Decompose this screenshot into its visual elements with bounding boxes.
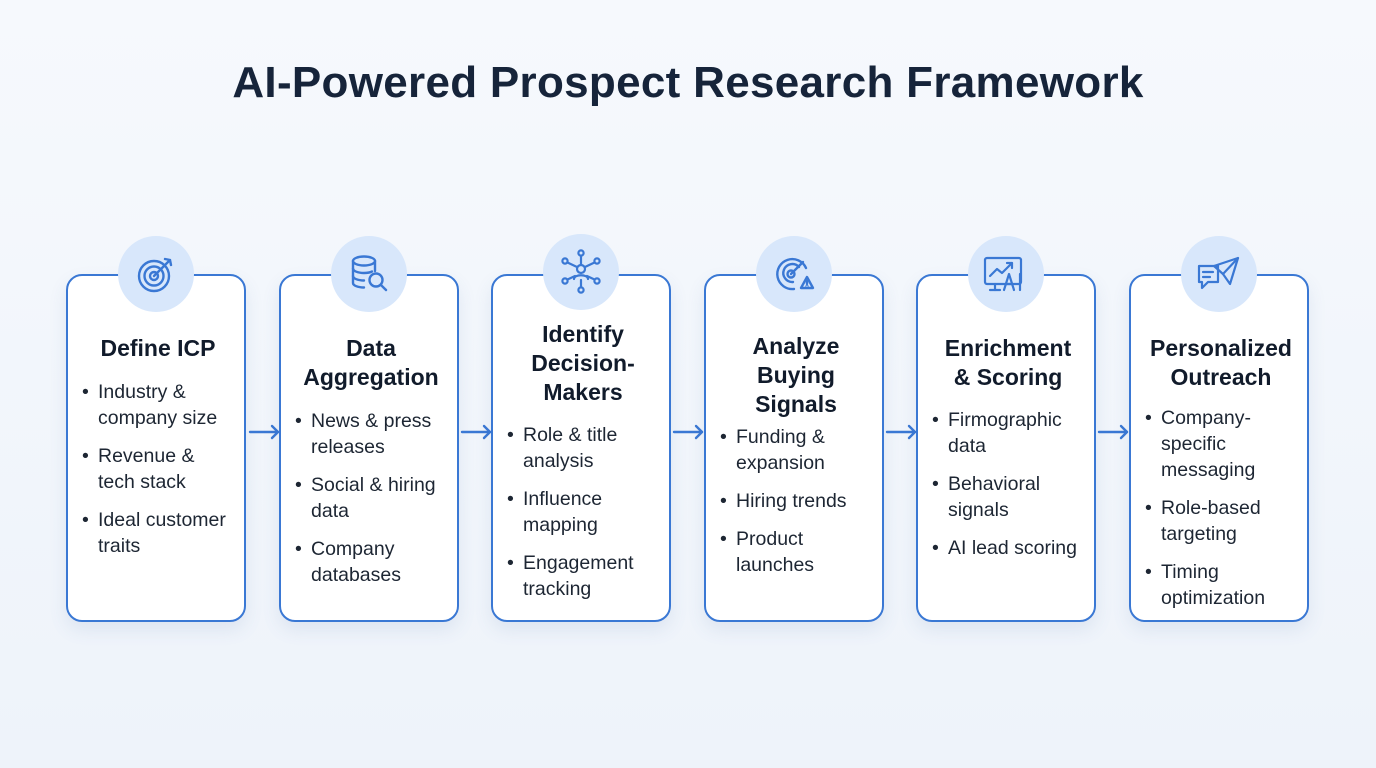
database-search-icon — [331, 236, 407, 312]
arrow-icon — [885, 424, 917, 440]
arrow-icon — [1097, 424, 1129, 440]
message-send-icon — [1181, 236, 1257, 312]
bullet-item: Social & hiring data — [295, 472, 445, 524]
step-bullets: Firmographic data Behavioral signals AI … — [932, 407, 1082, 573]
step-title: Define ICP — [100, 335, 216, 361]
bullet-item: Timing optimization — [1145, 559, 1295, 611]
step-bullets: Industry & company size Revenue & tech s… — [82, 379, 232, 571]
bullet-item: Company-specific messaging — [1145, 405, 1295, 483]
arrow-icon — [248, 424, 280, 440]
bullet-item: News & press releases — [295, 408, 445, 460]
step-card-analyze-buying-signals: Analyze Buying Signals Funding & expansi… — [704, 274, 884, 622]
step-bullets: Role & title analysis Influence mapping … — [507, 422, 657, 614]
bullet-item: Company databases — [295, 536, 445, 588]
target-alert-icon — [756, 236, 832, 312]
bullet-item: Hiring trends — [720, 488, 870, 514]
step-title: Identify Decision-Makers — [531, 321, 635, 405]
network-icon — [543, 234, 619, 310]
bullet-item: Ideal customer traits — [82, 507, 232, 559]
bullet-item: Industry & company size — [82, 379, 232, 431]
step-title: Enrichment & Scoring — [944, 335, 1072, 390]
step-bullets: News & press releases Social & hiring da… — [295, 408, 445, 600]
bullet-item: Role & title analysis — [507, 422, 657, 474]
bullet-item: Funding & expansion — [720, 424, 870, 476]
bullet-item: Product launches — [720, 526, 870, 578]
step-bullets: Company-specific messaging Role-based ta… — [1145, 405, 1295, 623]
arrow-icon — [460, 424, 492, 440]
bullet-item: Engagement tracking — [507, 550, 657, 602]
step-title: Data Aggregation — [303, 335, 439, 390]
step-card-personalized-outreach: Personalized Outreach Company-specific m… — [1129, 274, 1309, 622]
ai-chart-icon — [968, 236, 1044, 312]
bullet-item: Revenue & tech stack — [82, 443, 232, 495]
bullet-item: AI lead scoring — [932, 535, 1082, 561]
step-card-identify-decision-makers: Identify Decision-Makers Role & title an… — [491, 274, 671, 622]
bullet-item: Influence mapping — [507, 486, 657, 538]
arrow-icon — [672, 424, 704, 440]
step-title: Analyze Buying Signals — [752, 333, 840, 417]
step-card-enrichment-scoring: Enrichment & Scoring Firmographic data B… — [916, 274, 1096, 622]
step-title: Personalized Outreach — [1150, 335, 1292, 390]
step-bullets: Funding & expansion Hiring trends Produc… — [720, 424, 870, 590]
page-title: AI-Powered Prospect Research Framework — [232, 58, 1144, 107]
bullet-item: Firmographic data — [932, 407, 1082, 459]
target-icon — [118, 236, 194, 312]
bullet-item: Role-based targeting — [1145, 495, 1295, 547]
bullet-item: Behavioral signals — [932, 471, 1082, 523]
step-card-data-aggregation: Data Aggregation News & press releases S… — [279, 274, 459, 622]
step-card-define-icp: Define ICP Industry & company size Reven… — [66, 274, 246, 622]
